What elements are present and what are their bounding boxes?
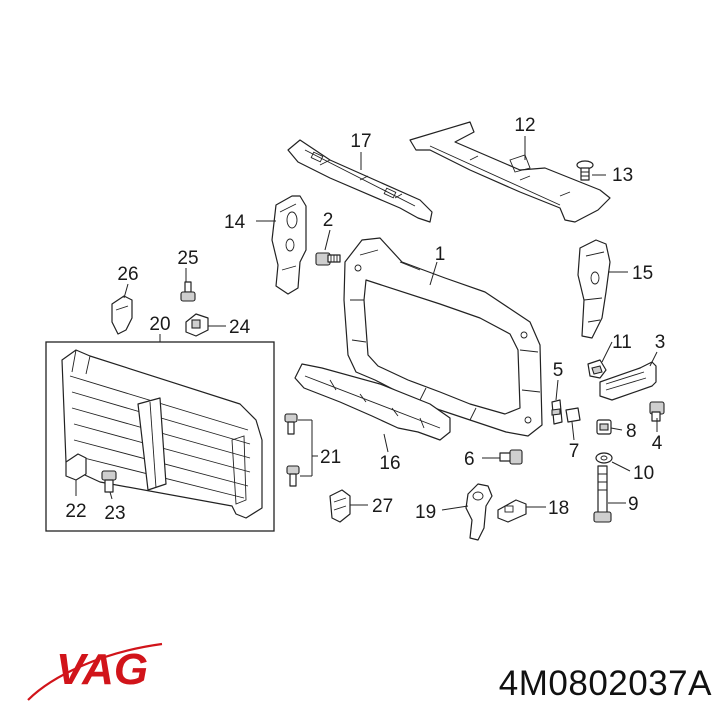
callout-9: 9 bbox=[628, 494, 639, 515]
part-8-nut bbox=[596, 419, 612, 435]
part-19-bracket bbox=[465, 483, 493, 541]
part-6-bolt bbox=[499, 449, 523, 465]
part-20-shutter-assembly bbox=[61, 349, 263, 519]
part-12-upper-bracket bbox=[409, 121, 611, 223]
callout-18: 18 bbox=[548, 498, 569, 519]
callout-20: 20 bbox=[149, 314, 170, 335]
leader-lines bbox=[75, 136, 658, 511]
callout-6: 6 bbox=[464, 449, 475, 470]
logo-text: VAG bbox=[56, 645, 148, 694]
part-22-small-bracket bbox=[65, 453, 87, 481]
logo-swoosh bbox=[27, 642, 163, 701]
part-13-clip bbox=[576, 160, 594, 181]
part-11-clip bbox=[587, 359, 607, 379]
callout-11: 11 bbox=[612, 332, 632, 353]
callout-27: 27 bbox=[372, 496, 393, 517]
callout-8: 8 bbox=[626, 421, 637, 442]
callout-3: 3 bbox=[655, 332, 666, 353]
part-24-clip bbox=[185, 313, 209, 337]
callout-7: 7 bbox=[569, 441, 580, 462]
part-15-side-bracket-right bbox=[577, 239, 611, 339]
callout-25: 25 bbox=[177, 248, 198, 269]
part-3-bracket bbox=[599, 361, 657, 401]
part-21-screws bbox=[284, 413, 300, 487]
part-5-small-bracket bbox=[551, 399, 563, 425]
callout-2: 2 bbox=[323, 210, 334, 231]
part-number: 4M0802037A bbox=[498, 664, 712, 703]
part-25-screw bbox=[180, 281, 196, 302]
part-14-side-bracket-left bbox=[271, 195, 307, 295]
callout-13: 13 bbox=[612, 165, 633, 186]
callout-12: 12 bbox=[514, 115, 535, 136]
callout-15: 15 bbox=[632, 263, 653, 284]
callout-5: 5 bbox=[553, 360, 564, 381]
callout-21: 21 bbox=[320, 447, 341, 468]
part-26-bracket bbox=[111, 295, 133, 335]
callout-22: 22 bbox=[65, 501, 86, 522]
part-10-washer bbox=[595, 452, 613, 464]
part-27-clip bbox=[329, 489, 351, 523]
callout-14: 14 bbox=[224, 212, 246, 233]
callout-24: 24 bbox=[229, 317, 251, 338]
callout-16: 16 bbox=[379, 453, 400, 474]
part-2-bolt bbox=[315, 252, 341, 266]
part-23-screw bbox=[101, 470, 117, 493]
callout-26: 26 bbox=[117, 264, 138, 285]
callout-10: 10 bbox=[633, 463, 654, 484]
callout-labels: 17 12 13 14 2 1 15 26 25 20 24 11 3 5 7 … bbox=[65, 115, 665, 524]
part-16-air-guide bbox=[294, 363, 451, 441]
callout-1: 1 bbox=[435, 244, 446, 265]
part-1-radiator-support-frame bbox=[343, 237, 543, 437]
part-9-long-bolt bbox=[593, 465, 612, 523]
part-7-plate bbox=[565, 407, 581, 423]
callout-4: 4 bbox=[652, 433, 663, 454]
part-18-connector bbox=[497, 499, 527, 523]
part-4-bolt bbox=[649, 401, 665, 422]
part-17-upper-bracket bbox=[287, 139, 433, 223]
callout-19: 19 bbox=[415, 502, 436, 523]
callout-17: 17 bbox=[350, 131, 371, 152]
callout-23: 23 bbox=[104, 503, 125, 524]
vag-logo: VAG bbox=[27, 642, 163, 701]
